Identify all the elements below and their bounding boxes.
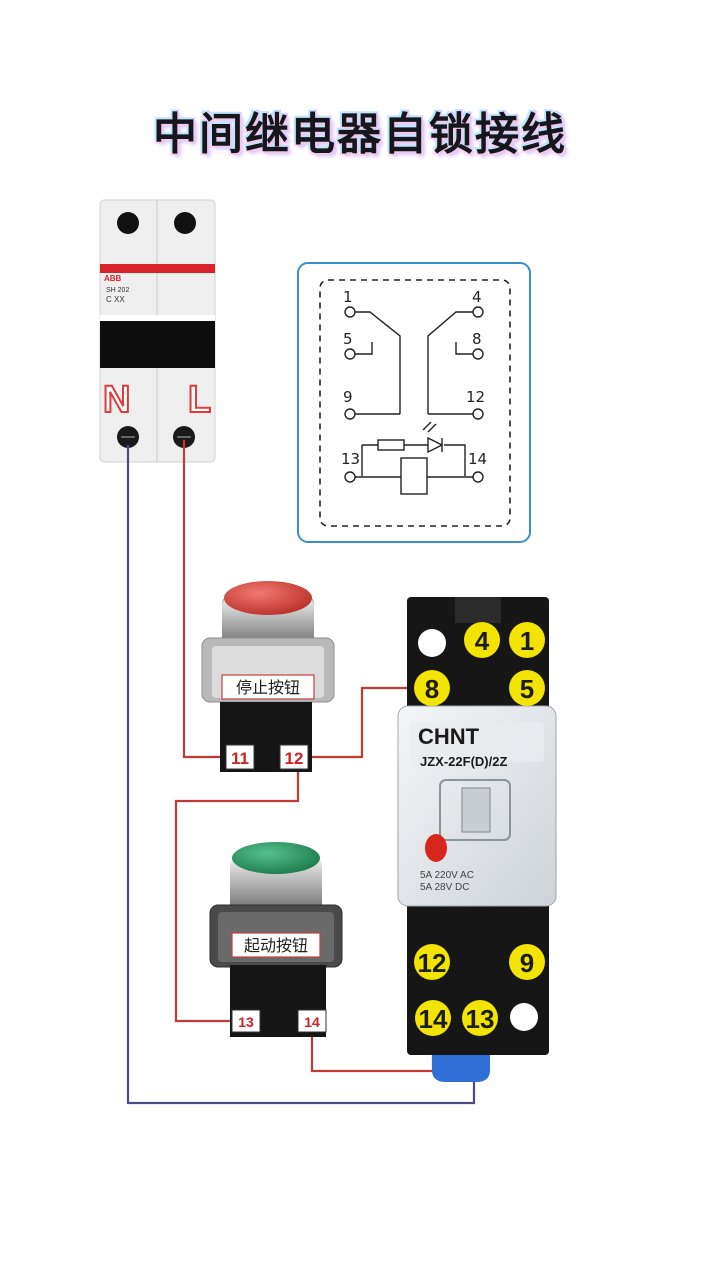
start-terminal-14: 14 xyxy=(304,1014,320,1030)
wires xyxy=(126,440,476,1105)
relay-spec-1: 5A 220V AC xyxy=(420,870,474,881)
relay-terminal-5: 5 xyxy=(520,674,534,704)
relay-terminal-1: 1 xyxy=(520,626,534,656)
stop-button-cap[interactable] xyxy=(224,581,312,615)
relay-terminal-12: 12 xyxy=(418,948,447,978)
relay-terminal-13: 13 xyxy=(466,1004,495,1034)
pin-label-8: 8 xyxy=(472,330,482,348)
start-button[interactable]: 起动按钮 13 14 xyxy=(209,842,343,1037)
pin-label-1: 1 xyxy=(343,288,353,306)
start-terminal-13: 13 xyxy=(238,1014,254,1030)
relay-schematic: 1 4 5 8 9 12 13 14 xyxy=(297,262,531,543)
relay-model: JZX-22F(D)/2Z xyxy=(420,754,507,769)
stop-terminal-11: 11 xyxy=(231,749,249,768)
circuit-breaker: ABB SH 202 C XX N L xyxy=(99,199,216,463)
terminal-label-l: L xyxy=(188,379,211,421)
start-button-cap[interactable] xyxy=(232,842,320,874)
wire-stop-12-to-start-13 xyxy=(174,770,300,1023)
stop-button[interactable]: 停止按钮 11 12 xyxy=(201,581,335,772)
start-button-label: 起动按钮 xyxy=(244,936,308,955)
relay-brand: CHNT xyxy=(418,724,480,749)
pin-label-14: 14 xyxy=(468,450,487,468)
pin-label-5: 5 xyxy=(343,330,353,348)
breaker-rating: C XX xyxy=(106,295,125,304)
breaker-model: SH 202 xyxy=(106,287,129,294)
relay-terminal-9: 9 xyxy=(520,948,534,978)
relay-terminal-4: 4 xyxy=(475,626,490,656)
stop-button-label: 停止按钮 xyxy=(236,678,300,697)
relay-with-socket: CHNT JZX-22F(D)/2Z 5A 220V AC 5A 28V DC … xyxy=(397,597,557,1082)
pin-label-13: 13 xyxy=(341,450,360,468)
terminal-label-n: N xyxy=(103,379,130,421)
wire-l-to-stop-11 xyxy=(182,440,226,759)
relay-release-clip[interactable] xyxy=(432,1055,490,1082)
relay-terminal-14: 14 xyxy=(419,1004,448,1034)
top-screw-left-icon xyxy=(117,212,139,234)
page-title: 中间继电器自锁接线 xyxy=(153,109,567,160)
breaker-toggle[interactable] xyxy=(100,318,215,368)
pin-label-4: 4 xyxy=(472,288,482,306)
relay-terminal-8: 8 xyxy=(425,674,439,704)
top-screw-right-icon xyxy=(174,212,196,234)
wire-stop-12-to-relay-8 xyxy=(308,686,420,759)
relay-spec-2: 5A 28V DC xyxy=(420,882,469,893)
pin-label-9: 9 xyxy=(343,388,353,406)
stop-terminal-12: 12 xyxy=(285,749,304,768)
pin-label-12: 12 xyxy=(466,388,485,406)
led-indicator-icon xyxy=(425,834,447,862)
breaker-brand: ABB xyxy=(104,274,122,283)
